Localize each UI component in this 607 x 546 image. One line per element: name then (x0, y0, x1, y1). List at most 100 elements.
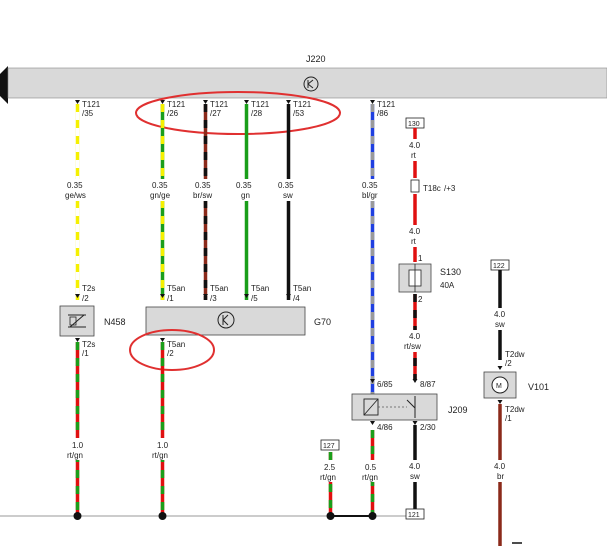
connector-c5-pin: T121 (293, 100, 312, 109)
motor-pin-top: T2dw (505, 350, 525, 359)
s130-label: S130 (440, 267, 461, 277)
connector-c5-num: /53 (293, 109, 305, 118)
tag-121 (405, 508, 425, 520)
w3-size: 0.35 (195, 181, 211, 190)
w4-color: gn (241, 191, 250, 200)
j209-label: J209 (448, 405, 468, 415)
l2-color: rt/gn (152, 451, 168, 460)
highlight-ellipse-lower (129, 329, 215, 371)
junction-dot-3 (326, 512, 335, 520)
motor-icon (491, 376, 509, 394)
wd-size: 4.0 (409, 462, 421, 471)
w6-size: 0.35 (362, 181, 378, 190)
wc-size: 4.0 (409, 332, 421, 341)
plug-p6-pin: T2s (82, 340, 95, 349)
highlight-ellipse-top (135, 91, 341, 135)
upper-wire-labels: 0.35 ge/ws 0.35 gn/ge 0.35 br/sw 0.35 gn… (62, 179, 388, 201)
w1-color: ge/ws (65, 191, 86, 200)
plug-p7-num: /2 (167, 349, 174, 358)
tag-127-label: 127 (323, 443, 335, 450)
plug-p3-num: /3 (210, 294, 217, 303)
relay-out: 2/30 (420, 423, 436, 432)
wa-size: 4.0 (409, 141, 421, 150)
plug-p4-pin: T5an (251, 284, 269, 293)
plug-p2-num: /1 (167, 294, 174, 303)
ground-symbol-icon (303, 76, 319, 92)
connector-c1-num: /35 (82, 109, 94, 118)
motor-pin-bot-num: /1 (505, 414, 512, 423)
relay-left-bottom: 4/86 (377, 423, 393, 432)
power-column: 130 4.0 rt T18c /+3 4.0 rt 1 S130 40A 2 … (398, 117, 461, 389)
tag-127 (320, 439, 340, 451)
w2-color: gn/ge (150, 191, 171, 200)
ground-symbol-glyph (307, 79, 314, 89)
wb-size: 4.0 (409, 227, 421, 236)
plug-p7-pin: T5an (167, 340, 185, 349)
mid-plugs: T2s /2 T5an /1 T5an /3 T5an /5 T5an /4 (75, 284, 311, 303)
w5-size: 0.35 (278, 181, 294, 190)
top-connectors: T121 /35 T121 /26 T121 /27 T121 /28 T121… (75, 100, 396, 118)
connector-c6-num: /86 (377, 109, 389, 118)
w4-size: 0.35 (236, 181, 252, 190)
connector-c4-num: /28 (251, 109, 263, 118)
w5-color: sw (283, 191, 293, 200)
wd-color: sw (410, 472, 420, 481)
relay-in: 8/87 (420, 380, 436, 389)
relay-switch-icon (406, 396, 416, 418)
w2-size: 0.35 (152, 181, 168, 190)
w6-color: bl/gr (362, 191, 378, 200)
connector-c1-pin: T121 (82, 100, 101, 109)
w1-size: 0.35 (67, 181, 83, 190)
tag-122-label: 122 (493, 263, 505, 270)
connector-c3-num: /27 (210, 109, 222, 118)
junction-dot-1 (73, 512, 82, 520)
g70-label: G70 (314, 317, 331, 327)
wc-color: rt/sw (404, 342, 421, 351)
wb-color: rt (411, 237, 417, 246)
tag-130-label: 130 (408, 121, 420, 128)
fuse-pin2: 2 (418, 295, 423, 304)
l2-size: 1.0 (157, 441, 169, 450)
fuse-pin1: 1 (418, 254, 423, 263)
junction-dot-2 (158, 512, 167, 520)
upper-wires (75, 104, 375, 395)
plug-p4-num: /5 (251, 294, 258, 303)
plug-p1-pin: T2s (82, 284, 95, 293)
connector-c6-pin: T121 (377, 100, 396, 109)
t18c-label: T18c (423, 184, 441, 193)
plug-p3-pin: T5an (210, 284, 228, 293)
plug-p6-num: /1 (82, 349, 89, 358)
n458-label: N458 (104, 317, 126, 327)
control-unit-label: J220 (306, 54, 326, 64)
sensor-icon (217, 311, 235, 329)
connector-c2-pin: T121 (167, 100, 186, 109)
junction-dot-4 (368, 512, 377, 520)
motor-pin-top-num: /2 (505, 359, 512, 368)
motor-wbot-size: 4.0 (494, 462, 506, 471)
w3-color: br/sw (193, 191, 212, 200)
plug-p5-pin: T5an (293, 284, 311, 293)
t18c-ref: /+3 (444, 184, 456, 193)
l3-size: 2.5 (324, 463, 336, 472)
motor-pin-bot: T2dw (505, 405, 525, 414)
motor-wbot-color: br (497, 472, 504, 481)
connector-c2-num: /26 (167, 109, 179, 118)
motor-column: 122 4.0 sw T2dw /2 M V101 T2dw /1 4.0 br (483, 259, 549, 546)
v101-label: V101 (528, 382, 549, 392)
plug-p5-num: /4 (293, 294, 300, 303)
connector-c4-pin: T121 (251, 100, 270, 109)
l4-size: 0.5 (365, 463, 377, 472)
lower-wires (75, 342, 375, 516)
plug-p1-num: /2 (82, 294, 89, 303)
l3-color: rt/gn (320, 473, 336, 482)
page-edge-marker (0, 66, 8, 104)
relay-left-top: 6/85 (377, 380, 393, 389)
l1-color: rt/gn (67, 451, 83, 460)
wa-color: rt (411, 151, 417, 160)
plug-p2-pin: T5an (167, 284, 185, 293)
motor-wtop-size: 4.0 (494, 310, 506, 319)
tag-121-label: 121 (408, 512, 420, 519)
l4-color: rt/gn (362, 473, 378, 482)
